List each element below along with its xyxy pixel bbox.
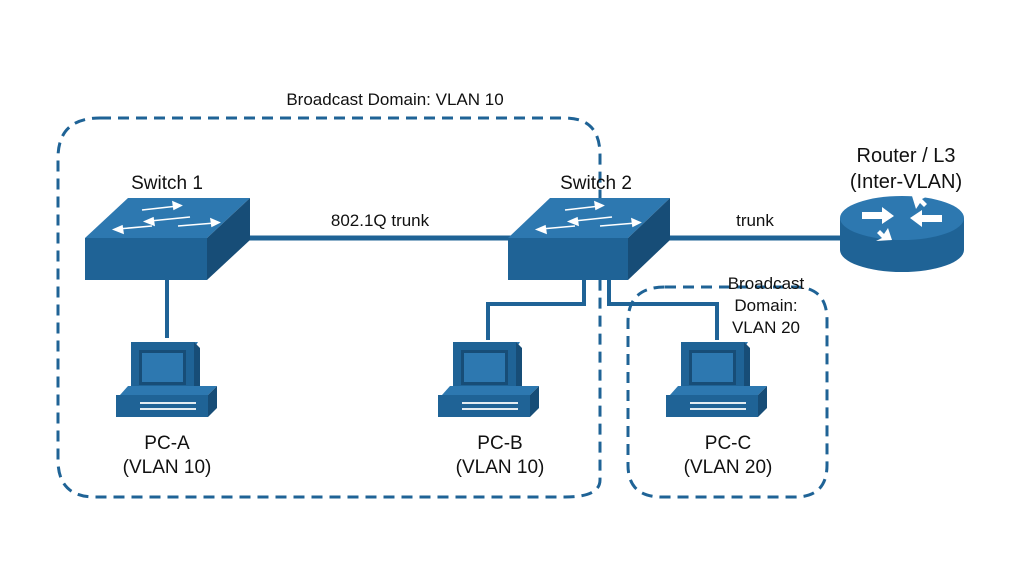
- pc-c-vlan: (VLAN 20): [683, 457, 773, 478]
- pc-a-vlan: (VLAN 10): [122, 457, 212, 478]
- switch-1-label: Switch 1: [131, 173, 203, 194]
- pc-a-icon: [116, 342, 217, 417]
- trunk-label: trunk: [736, 211, 774, 230]
- pc-b-icon: [438, 342, 539, 417]
- switch-2-label: Switch 2: [560, 173, 632, 194]
- pc-a-name: PC-A: [144, 433, 190, 454]
- link-switch2-pc-b: [486, 280, 586, 340]
- vlan20-domain-label-line1: Broadcast: [727, 274, 805, 293]
- link-switch2-pc-c: [607, 280, 719, 340]
- router-label-line1: Router / L3: [856, 145, 956, 167]
- router-label-line2: (Inter-VLAN): [849, 171, 963, 193]
- vlan20-domain-label-line3: VLAN 20: [731, 318, 801, 337]
- pc-b-name: PC-B: [477, 433, 523, 454]
- trunk-8021q-label: 802.1Q trunk: [330, 211, 430, 230]
- pc-b-vlan: (VLAN 10): [455, 457, 545, 478]
- switch-2-icon: [508, 198, 670, 280]
- vlan10-domain-boundary: [56, 116, 602, 499]
- vlan20-domain-label-line2: Domain:: [734, 296, 798, 315]
- pc-c-name: PC-C: [704, 433, 752, 454]
- switch-1-icon: [85, 198, 250, 280]
- pc-c-icon: [666, 342, 767, 417]
- router-icon: [840, 196, 964, 272]
- vlan10-domain-label: Broadcast Domain: VLAN 10: [286, 90, 504, 109]
